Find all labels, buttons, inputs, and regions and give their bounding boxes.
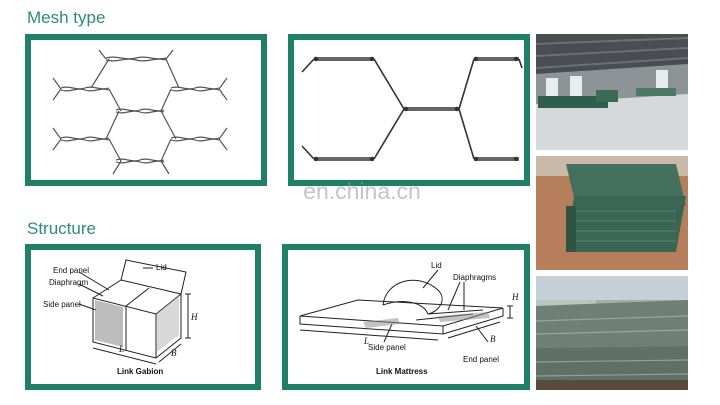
gabion-caption: Link Gabion	[117, 367, 163, 376]
gabion-height-label: H	[190, 312, 198, 322]
gabion-diagram: End panel Diaphragm Side panel Lid H L B…	[25, 244, 261, 390]
structure-heading: Structure	[27, 219, 96, 238]
gabion-diaphragm-label: Diaphragm	[49, 278, 88, 287]
large-mesh-drawing	[301, 56, 523, 162]
gabion-installation-photo	[536, 276, 688, 390]
fine-mesh-drawing	[52, 49, 228, 175]
mattress-diaphragms-label: Diaphragms	[453, 273, 496, 282]
mesh-diagram-fine	[25, 34, 267, 186]
mattress-caption: Link Mattress	[376, 367, 428, 376]
mattress-length-label: L	[363, 336, 369, 346]
gabion-length-label: L	[118, 344, 124, 354]
mesh-diagram-large	[288, 34, 530, 186]
mattress-end-panel-label: End panel	[463, 355, 499, 364]
mattress-height-label: H	[511, 292, 519, 302]
mattress-breadth-label: B	[490, 334, 496, 344]
watermark-text: en.china.cn	[303, 178, 421, 204]
gabion-lid-label: Lid	[156, 263, 167, 272]
mesh-type-heading: Mesh type	[27, 8, 106, 27]
mattress-diagram: Lid Diaphragms Side panel End panel H L …	[282, 244, 530, 390]
gabion-stack-photo	[536, 156, 688, 270]
mattress-drawing: Lid Diaphragms Side panel End panel H L …	[299, 261, 519, 376]
gabion-drawing: End panel Diaphragm Side panel Lid H L B…	[43, 259, 198, 376]
mattress-lid-label: Lid	[431, 261, 442, 270]
mattress-side-panel-label: Side panel	[368, 343, 406, 352]
gabion-end-panel-label: End panel	[53, 266, 89, 275]
factory-interior-photo	[536, 34, 688, 150]
gabion-side-panel-label: Side panel	[43, 300, 81, 309]
gabion-breadth-label: B	[171, 348, 177, 358]
